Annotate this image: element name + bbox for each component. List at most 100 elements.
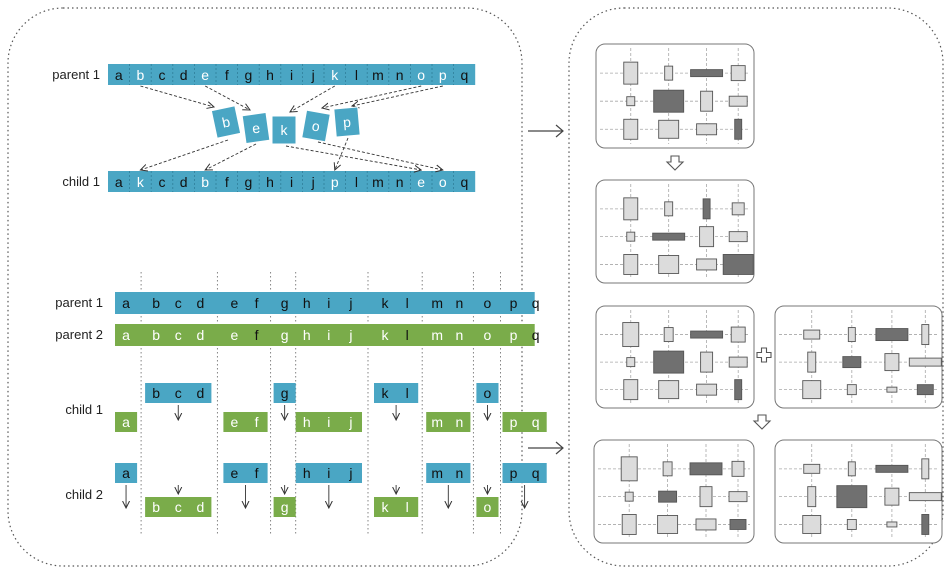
parent2-gene-k: k	[382, 327, 390, 343]
dashed-arrow	[140, 139, 229, 170]
layout-cell	[875, 328, 909, 342]
layout-cell	[700, 351, 714, 373]
parent1-gene-m: m	[372, 67, 384, 83]
swap-tile-box	[301, 109, 331, 143]
layout-cell	[658, 490, 678, 503]
layout-cell	[657, 515, 679, 534]
child1-gene-o: o	[439, 174, 447, 190]
hollow-plus-icon	[756, 347, 772, 363]
parent1-gene-a: a	[115, 67, 123, 83]
parent2-gene-b: b	[152, 327, 160, 343]
child1-upper-segment	[273, 383, 296, 403]
row-label-parent-2: parent 2	[55, 327, 103, 342]
parent1-gene-f: f	[255, 295, 259, 311]
child2-lower-segment	[374, 497, 419, 517]
dashed-arrow	[285, 145, 421, 170]
child1-gene-i: i	[290, 174, 293, 190]
layout-cell	[626, 231, 636, 242]
layout-cell	[662, 461, 673, 477]
child2-upper-segment	[223, 463, 268, 483]
layout-cell	[695, 518, 717, 531]
row-label-child-2: child 2	[65, 487, 103, 502]
dashed-arrow	[352, 85, 443, 106]
layout-cell	[731, 202, 745, 216]
parent1-gene-k: k	[331, 67, 339, 83]
dashed-arrow	[317, 141, 443, 170]
right-arrow-icon	[528, 124, 564, 138]
child1-upper-gene-d: d	[196, 385, 204, 401]
parent2-gene-n: n	[455, 327, 463, 343]
swap-tile-letter: b	[221, 113, 232, 130]
layout-child-top	[595, 179, 755, 284]
hollow-down-arrow-icon	[665, 155, 685, 171]
child1-upper-gene-g: g	[281, 385, 289, 401]
child2-lower-gene-k: k	[382, 499, 390, 515]
parent1-gene-i: i	[327, 295, 330, 311]
parent2-gene-f: f	[255, 327, 259, 343]
dashed-arrow	[290, 85, 336, 112]
layout-cell	[908, 357, 942, 367]
child2-upper-gene-e: e	[231, 465, 239, 481]
layout-cell	[652, 232, 686, 241]
layout-cell	[728, 231, 748, 243]
child1-lower-gene-m: m	[431, 414, 443, 430]
layout-cell	[664, 201, 674, 217]
child1-lower-gene-i: i	[327, 414, 330, 430]
layout-cell	[622, 322, 640, 348]
swap-tile-letter: e	[251, 120, 261, 137]
layout-cell	[626, 96, 636, 107]
child2-upper-gene-a: a	[122, 465, 130, 481]
parent1-gene-n: n	[455, 295, 463, 311]
layout-cell	[729, 519, 747, 530]
child1-lower-gene-j: j	[348, 414, 352, 430]
child1-gene-e: e	[417, 174, 425, 190]
layout-cell	[653, 89, 685, 113]
parent2-gene-e: e	[231, 327, 239, 343]
parent1-gene-q: q	[461, 67, 469, 83]
layout-cell	[807, 351, 817, 373]
layout-cell	[908, 492, 942, 502]
child2-upper-gene-m: m	[431, 465, 443, 481]
child1-gene-f: f	[225, 174, 229, 190]
layout-cell	[626, 357, 636, 368]
layout-cell	[803, 463, 821, 474]
parent1-gene-j: j	[311, 67, 315, 83]
parent1-gene-j: j	[348, 295, 352, 311]
parent1-gene-l: l	[406, 295, 409, 311]
parent1-gene-c: c	[175, 295, 182, 311]
layout-cell	[921, 458, 930, 480]
layout-cell	[699, 486, 713, 508]
layout-cell	[621, 514, 637, 535]
parent2-gene-c: c	[175, 327, 182, 343]
layout-cell	[623, 197, 639, 221]
layout-cell	[690, 69, 724, 78]
layout-cell	[658, 380, 680, 400]
child1-lower-segment	[115, 412, 138, 432]
child1-upper-gene-c: c	[175, 385, 182, 401]
parent1-gene-b: b	[152, 295, 160, 311]
child1-lower-segment	[426, 412, 471, 432]
parent1-gene-b: b	[137, 67, 145, 83]
dashed-arrow	[322, 85, 422, 108]
child2-lower-segment	[273, 497, 296, 517]
child1-gene-a: a	[115, 174, 123, 190]
layout-cell	[624, 491, 634, 502]
layout-cell	[802, 380, 822, 400]
child2-lower-gene-o: o	[484, 499, 492, 515]
child1-lower-gene-h: h	[303, 414, 311, 430]
child1-upper-gene-l: l	[406, 385, 409, 401]
layout-cell	[690, 330, 724, 339]
child1-gene-k: k	[137, 174, 145, 190]
parent2-gene-q: q	[532, 327, 540, 343]
layout-parent-2	[774, 305, 943, 409]
layout-parent-top	[595, 43, 755, 149]
child2-upper-gene-n: n	[455, 465, 463, 481]
swap-tile-box	[333, 106, 361, 138]
layout-cell	[875, 464, 909, 473]
layout-cell	[884, 353, 900, 372]
child1-gene-p: p	[331, 174, 339, 190]
parent1-bar	[115, 292, 535, 314]
parent1-gene-c: c	[159, 67, 166, 83]
parent2-gene-i: i	[327, 327, 330, 343]
child1-gene-n: n	[396, 174, 404, 190]
